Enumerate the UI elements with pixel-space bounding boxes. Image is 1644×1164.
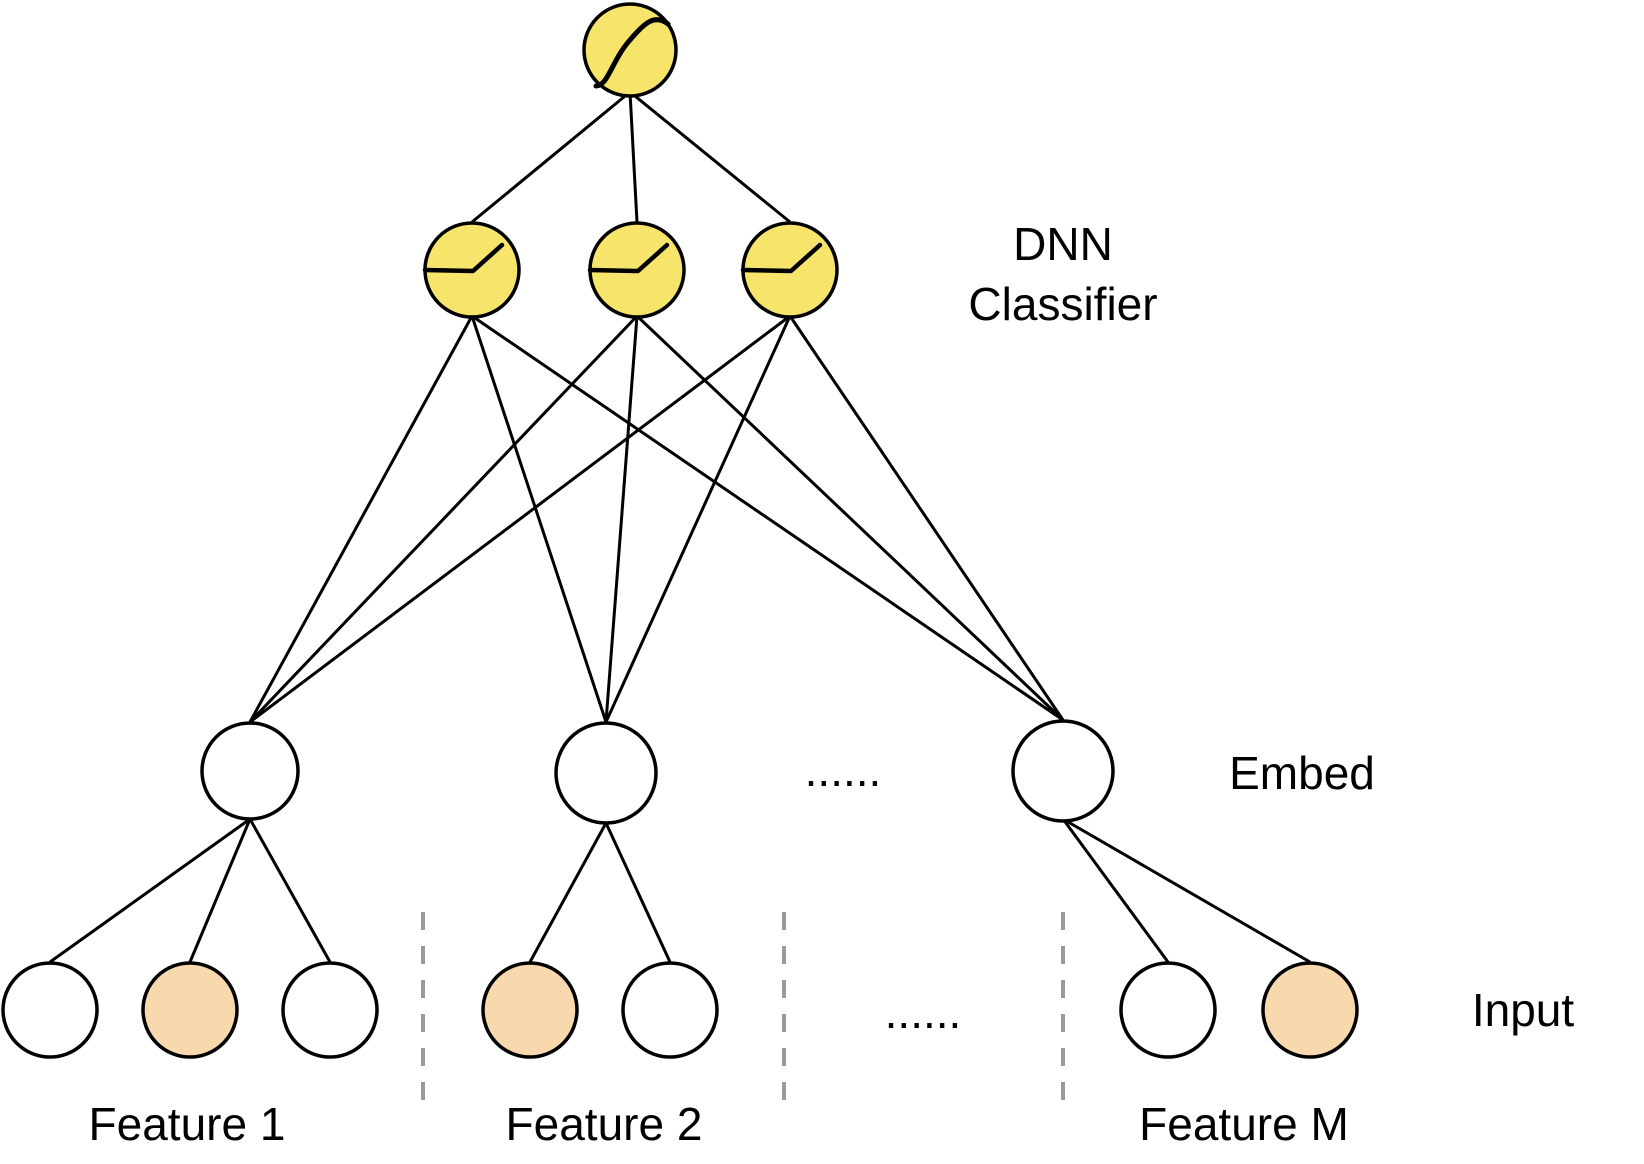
- dnn-label-line2: Classifier: [968, 278, 1157, 330]
- relu-icon: [740, 242, 823, 274]
- edge-hidden-3-embed-2: [604, 315, 792, 723]
- input-node-f1-1: [1, 961, 99, 1059]
- hidden-node-2: [587, 221, 686, 319]
- input-node-f1-2: [141, 961, 239, 1059]
- edge-output-hidden-1: [471, 90, 631, 224]
- embed-node-2: [554, 721, 658, 825]
- edge-output-hidden-3: [629, 90, 791, 224]
- edge-embed-1-input-1: [49, 817, 251, 964]
- embed-node-m: [1011, 719, 1115, 823]
- edge-hidden-2-embed-2: [604, 315, 639, 723]
- input-node-fm-1: [1119, 961, 1217, 1059]
- feature-label-1: Feature 1: [89, 1098, 286, 1150]
- edge-hidden-2-embed-3: [635, 314, 1065, 722]
- embed-node-1: [200, 721, 300, 821]
- edge-hidden-1-embed-1: [248, 315, 474, 723]
- edge-embed-3-input-1: [1061, 818, 1170, 963]
- feature-label-m: Feature M: [1139, 1098, 1349, 1150]
- edge-hidden-1-embed-3: [471, 314, 1064, 722]
- embed-layer: [200, 719, 1115, 825]
- feature-label-2: Feature 2: [506, 1098, 703, 1150]
- hidden-layer: [422, 221, 839, 319]
- embed-label: Embed: [1229, 747, 1375, 799]
- edge-hidden-2-embed-1: [248, 314, 639, 724]
- relu-icon: [587, 242, 670, 274]
- dnn-label-line1: DNN: [1013, 218, 1113, 270]
- relu-icon: [422, 242, 505, 274]
- edge-embed-3-input-2: [1062, 817, 1311, 964]
- output-edges: [471, 90, 791, 224]
- edge-embed-2-input-2: [604, 822, 672, 963]
- sigmoid-icon: [593, 17, 671, 89]
- output-node: [582, 2, 678, 98]
- input-node-fm-2: [1261, 961, 1359, 1059]
- input-ellipsis: ......: [885, 986, 962, 1038]
- edge-embed-1-input-2: [188, 818, 252, 963]
- edge-hidden-1-embed-2: [470, 315, 608, 723]
- hidden-embed-edges: [248, 314, 1065, 724]
- input-layer: [1, 961, 1359, 1059]
- output-circle: [582, 2, 678, 98]
- input-node-f2-1: [481, 961, 579, 1059]
- edge-output-hidden-2: [628, 91, 639, 223]
- hidden-node-3: [740, 221, 839, 319]
- edge-hidden-3-embed-1: [249, 314, 791, 724]
- edge-embed-1-input-3: [248, 818, 332, 963]
- hidden-node-1: [422, 221, 521, 319]
- edge-hidden-3-embed-3: [788, 315, 1065, 721]
- embed-input-edges: [49, 817, 1311, 964]
- embed-ellipsis: ......: [805, 744, 882, 796]
- edge-embed-2-input-1: [528, 822, 608, 963]
- input-node-f2-2: [621, 961, 719, 1059]
- input-label: Input: [1472, 984, 1575, 1036]
- input-node-f1-3: [281, 961, 379, 1059]
